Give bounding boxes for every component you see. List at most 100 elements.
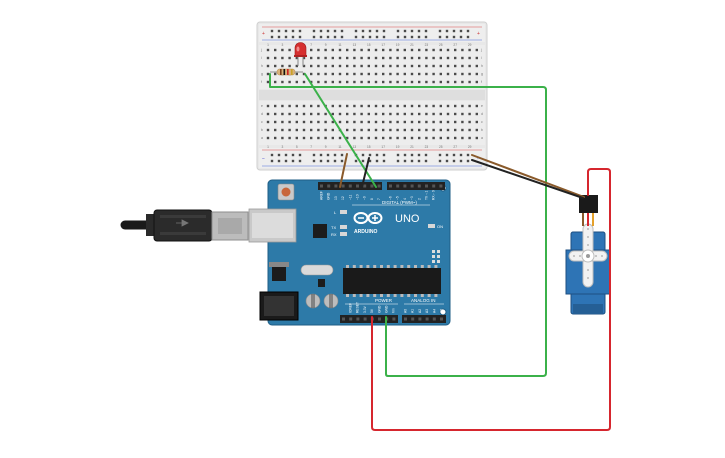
breadboard-hole[interactable]	[425, 104, 428, 108]
rail-hole[interactable]	[417, 153, 421, 157]
breadboard-hole[interactable]	[331, 112, 334, 116]
breadboard-hole[interactable]	[389, 80, 392, 84]
rail-hole[interactable]	[368, 35, 372, 39]
breadboard-hole[interactable]	[439, 112, 442, 116]
breadboard-hole[interactable]	[454, 80, 457, 84]
header-pin-hole[interactable]	[425, 184, 428, 188]
breadboard-hole[interactable]	[403, 136, 406, 140]
breadboard-hole[interactable]	[454, 128, 457, 132]
breadboard-hole[interactable]	[295, 104, 298, 108]
breadboard-hole[interactable]	[389, 120, 392, 124]
breadboard-hole[interactable]	[439, 56, 442, 60]
breadboard-hole[interactable]	[331, 104, 334, 108]
breadboard-hole[interactable]	[353, 56, 356, 60]
header-pin-hole[interactable]	[327, 184, 331, 188]
header-pin-hole[interactable]	[356, 184, 359, 188]
breadboard-hole[interactable]	[425, 56, 428, 60]
rail-hole[interactable]	[298, 159, 302, 163]
header-pin-hole[interactable]	[377, 184, 381, 188]
breadboard-hole[interactable]	[346, 80, 349, 84]
breadboard-hole[interactable]	[324, 128, 327, 132]
breadboard-hole[interactable]	[382, 56, 385, 60]
breadboard-hole[interactable]	[475, 56, 478, 60]
rail-hole[interactable]	[291, 159, 295, 163]
breadboard-hole[interactable]	[367, 120, 370, 124]
breadboard-hole[interactable]	[446, 120, 450, 124]
breadboard-hole[interactable]	[360, 56, 363, 60]
breadboard-hole[interactable]	[418, 104, 421, 108]
breadboard-hole[interactable]	[331, 136, 334, 140]
breadboard-hole[interactable]	[338, 104, 342, 108]
wire-brown-servo[interactable]	[471, 154, 585, 198]
rail-hole[interactable]	[403, 29, 407, 33]
breadboard-hole[interactable]	[266, 136, 270, 140]
header-pin-hole[interactable]	[363, 317, 367, 321]
breadboard-hole[interactable]	[475, 128, 478, 132]
rail-hole[interactable]	[319, 35, 323, 39]
rail-hole[interactable]	[291, 153, 295, 157]
breadboard-hole[interactable]	[475, 136, 478, 140]
breadboard-hole[interactable]	[410, 136, 414, 140]
header-pin-hole[interactable]	[425, 317, 429, 321]
breadboard-hole[interactable]	[281, 104, 284, 108]
breadboard-hole[interactable]	[454, 136, 457, 140]
rail-hole[interactable]	[354, 29, 358, 33]
rail-hole[interactable]	[312, 29, 316, 33]
rail-hole[interactable]	[410, 159, 414, 163]
breadboard-hole[interactable]	[367, 80, 370, 84]
header-pin-hole[interactable]	[389, 184, 392, 188]
breadboard-hole[interactable]	[461, 80, 464, 84]
breadboard-hole[interactable]	[425, 136, 428, 140]
header-pin-hole[interactable]	[417, 184, 421, 188]
breadboard-hole[interactable]	[410, 72, 414, 76]
rail-hole[interactable]	[459, 159, 463, 163]
breadboard-hole[interactable]	[302, 80, 306, 84]
breadboard-hole[interactable]	[338, 64, 342, 68]
breadboard-hole[interactable]	[475, 72, 478, 76]
breadboard-hole[interactable]	[360, 48, 363, 52]
breadboard-hole[interactable]	[382, 104, 385, 108]
breadboard-hole[interactable]	[310, 104, 313, 108]
header-pin-hole[interactable]	[439, 184, 443, 188]
rail-hole[interactable]	[382, 153, 386, 157]
breadboard-hole[interactable]	[432, 112, 435, 116]
breadboard-hole[interactable]	[396, 112, 399, 116]
breadboard-hole[interactable]	[446, 136, 450, 140]
header-pin-hole[interactable]	[320, 184, 323, 188]
breadboard-hole[interactable]	[418, 64, 421, 68]
breadboard-hole[interactable]	[374, 120, 378, 124]
breadboard-hole[interactable]	[353, 136, 356, 140]
rail-hole[interactable]	[452, 153, 456, 157]
rail-hole[interactable]	[417, 159, 421, 163]
rail-hole[interactable]	[417, 35, 421, 39]
breadboard-hole[interactable]	[410, 48, 414, 52]
breadboard-hole[interactable]	[353, 64, 356, 68]
rail-hole[interactable]	[284, 159, 288, 163]
breadboard-hole[interactable]	[396, 104, 399, 108]
header-pin-hole[interactable]	[432, 184, 436, 188]
rail-hole[interactable]	[284, 29, 288, 33]
breadboard-hole[interactable]	[439, 48, 442, 52]
wire-black-servo[interactable]	[471, 159, 584, 199]
rail-hole[interactable]	[438, 159, 442, 163]
breadboard-hole[interactable]	[274, 56, 277, 60]
breadboard-hole[interactable]	[410, 80, 414, 84]
rail-hole[interactable]	[333, 29, 337, 33]
breadboard-hole[interactable]	[367, 48, 370, 52]
breadboard-hole[interactable]	[338, 112, 342, 116]
breadboard-hole[interactable]	[317, 56, 320, 60]
breadboard-hole[interactable]	[446, 112, 450, 116]
rail-hole[interactable]	[459, 29, 463, 33]
header-pin-hole[interactable]	[363, 184, 367, 188]
breadboard-hole[interactable]	[418, 72, 421, 76]
rail-hole[interactable]	[312, 159, 316, 163]
breadboard-hole[interactable]	[338, 72, 342, 76]
breadboard-hole[interactable]	[274, 104, 277, 108]
breadboard-hole[interactable]	[302, 112, 306, 116]
breadboard-hole[interactable]	[425, 64, 428, 68]
breadboard-hole[interactable]	[266, 56, 270, 60]
breadboard-hole[interactable]	[295, 72, 298, 76]
breadboard-hole[interactable]	[338, 120, 342, 124]
breadboard-hole[interactable]	[403, 64, 406, 68]
breadboard-hole[interactable]	[360, 136, 363, 140]
